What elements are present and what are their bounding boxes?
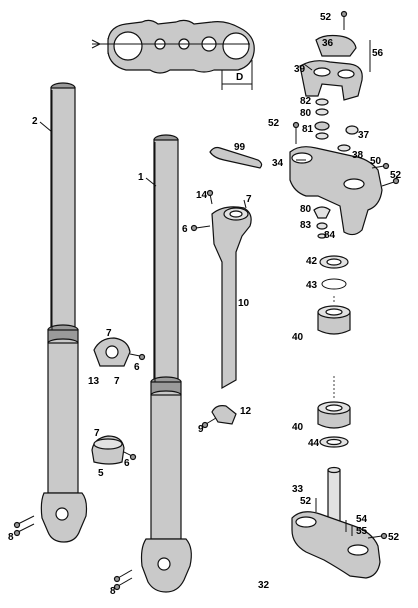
label-34: 34 <box>272 158 284 169</box>
label-43: 43 <box>306 280 318 291</box>
label-6-clamp-upper: 6 <box>134 362 140 373</box>
label-40-lower: 40 <box>292 422 304 433</box>
label-84: 84 <box>324 230 336 241</box>
axle-clamp-upper <box>93 337 146 367</box>
label-9: 9 <box>198 424 204 435</box>
label-82: 82 <box>300 96 312 107</box>
label-38: 38 <box>352 150 364 161</box>
seal-ring-43 <box>321 278 347 290</box>
label-50: 50 <box>370 156 382 167</box>
label-7-clamp-lower: 7 <box>94 428 100 439</box>
axle-screws-right <box>113 569 133 591</box>
label-5: 5 <box>98 468 104 479</box>
handlebar-clamp-base <box>299 60 363 101</box>
label-37: 37 <box>358 130 370 141</box>
brake-hose-bracket <box>190 189 252 390</box>
label-36: 36 <box>322 38 334 49</box>
label-13: 13 <box>88 376 100 387</box>
label-12: 12 <box>240 406 252 417</box>
label-33: 33 <box>292 484 304 495</box>
label-6-bracket: 6 <box>182 224 188 235</box>
label-80-b: 80 <box>300 204 312 215</box>
axle-clamp-lower <box>91 435 137 465</box>
label-80-a: 80 <box>300 108 312 119</box>
label-40-upper: 40 <box>292 332 304 343</box>
label-54: 54 <box>356 514 368 525</box>
brake-line-holder <box>209 146 263 169</box>
label-52-mid: 52 <box>268 118 280 129</box>
upper-triple-clamp <box>289 121 400 236</box>
label-56: 56 <box>372 48 384 59</box>
label-42: 42 <box>306 256 318 267</box>
label-32: 32 <box>258 580 270 591</box>
rubber-bushings <box>314 98 330 140</box>
label-55: 55 <box>356 526 368 537</box>
label-8-left: 8 <box>8 532 14 543</box>
label-52-right: 52 <box>390 170 402 181</box>
handlebar-clamp-upper <box>315 10 371 72</box>
label-81: 81 <box>302 124 314 135</box>
lower-triple-clamp <box>291 466 388 579</box>
label-1: 1 <box>138 172 144 183</box>
dimension-d-label: D <box>236 72 243 83</box>
label-52-bottom: 52 <box>388 532 400 543</box>
bearing-upper-40 <box>317 296 351 335</box>
label-44: 44 <box>308 438 320 449</box>
fork-leg-right <box>140 134 192 593</box>
callout-labels: 52 36 56 39 82 80 52 81 37 38 34 50 52 8… <box>8 12 402 597</box>
label-7-clamp-upper: 7 <box>106 328 112 339</box>
label-7-bracket: 7 <box>246 194 252 205</box>
hose-clip <box>201 405 237 429</box>
label-14: 14 <box>196 190 208 201</box>
label-52-lower: 52 <box>300 496 312 507</box>
label-39: 39 <box>294 64 306 75</box>
label-6-clamp-lower: 6 <box>124 458 130 469</box>
label-52-top: 52 <box>320 12 332 23</box>
label-7-clamp-mid: 7 <box>114 376 120 387</box>
bearing-lower-40 <box>317 376 351 429</box>
label-83: 83 <box>300 220 312 231</box>
bushing-right <box>337 125 359 152</box>
axle-screws-left <box>13 515 35 537</box>
top-triple-clamp-drawing <box>91 19 255 90</box>
lower-bushings <box>313 206 331 239</box>
label-8-right: 8 <box>110 586 116 597</box>
seal-ring-44 <box>319 436 349 448</box>
label-10: 10 <box>238 298 250 309</box>
label-2: 2 <box>32 116 38 127</box>
label-99: 99 <box>234 142 246 153</box>
bearing-ring-42 <box>319 255 349 269</box>
fork-leg-left <box>40 82 88 543</box>
leader-lines <box>39 63 313 187</box>
